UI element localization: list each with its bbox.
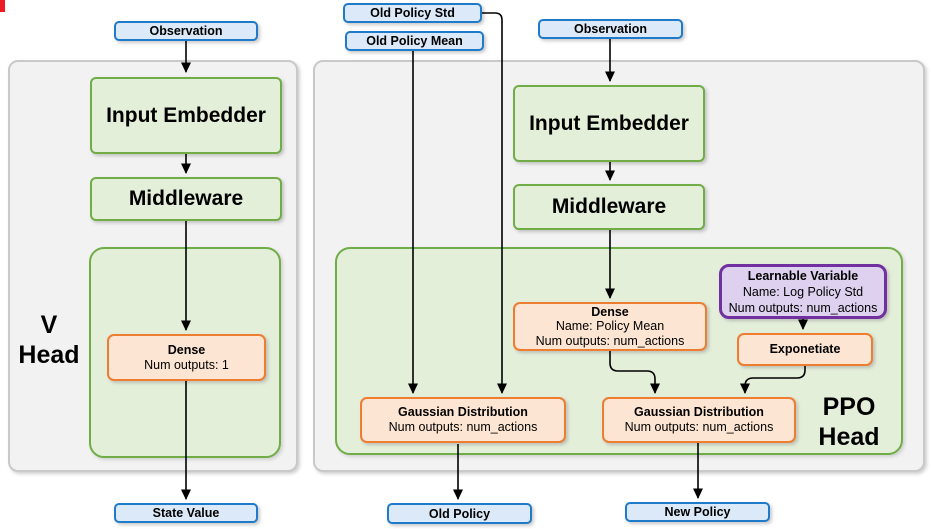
observation-node-right: Observation [538, 19, 683, 39]
dense-node-v: Dense Num outputs: 1 [107, 334, 266, 381]
input-embedder-node-v: Input Embedder [90, 77, 282, 154]
old-policy-mean-node: Old Policy Mean [345, 31, 484, 51]
middleware-node-ppo: Middleware [513, 184, 705, 230]
learnable-variable-title: Learnable Variable [747, 268, 859, 283]
v-head-label-line1: V [40, 311, 58, 339]
dense-node-v-title: Dense [167, 342, 206, 357]
new-policy-node: New Policy [625, 502, 770, 522]
ppo-head-label-line1: PPO [822, 393, 876, 421]
dense-node-v-detail: Num outputs: 1 [144, 357, 229, 372]
gaussian-old-outputs: Num outputs: num_actions [388, 420, 538, 434]
state-value-node: State Value [114, 503, 258, 523]
learnable-variable-outputs: Num outputs: num_actions [728, 300, 878, 315]
observation-node-left: Observation [114, 21, 258, 41]
ppo-head-label: PPO Head [798, 392, 900, 452]
dense-policy-mean-node: Dense Name: Policy Mean Num outputs: num… [513, 302, 707, 351]
v-head-label: V Head [10, 310, 88, 370]
red-corner-artifact [0, 0, 5, 12]
gaussian-new-outputs: Num outputs: num_actions [624, 420, 774, 434]
dense-policy-mean-title: Dense [591, 304, 629, 319]
old-policy-std-node: Old Policy Std [343, 3, 482, 23]
gaussian-distribution-node-new: Gaussian Distribution Num outputs: num_a… [602, 397, 796, 443]
ppo-head-label-line2: Head [818, 423, 880, 451]
old-policy-node: Old Policy [387, 503, 532, 524]
learnable-variable-node: Learnable Variable Name: Log Policy Std … [719, 264, 887, 319]
gaussian-distribution-node-old: Gaussian Distribution Num outputs: num_a… [360, 397, 566, 443]
learnable-variable-name: Name: Log Policy Std [742, 284, 864, 299]
input-embedder-node-ppo: Input Embedder [513, 85, 705, 162]
gaussian-new-title: Gaussian Distribution [634, 405, 764, 419]
dense-policy-mean-name: Name: Policy Mean [555, 319, 665, 334]
middleware-node-v: Middleware [90, 177, 282, 221]
exponetiate-node: Exponetiate [737, 333, 873, 366]
dense-policy-mean-outputs: Num outputs: num_actions [535, 333, 685, 348]
gaussian-old-title: Gaussian Distribution [398, 405, 528, 419]
v-head-label-line2: Head [18, 341, 80, 369]
